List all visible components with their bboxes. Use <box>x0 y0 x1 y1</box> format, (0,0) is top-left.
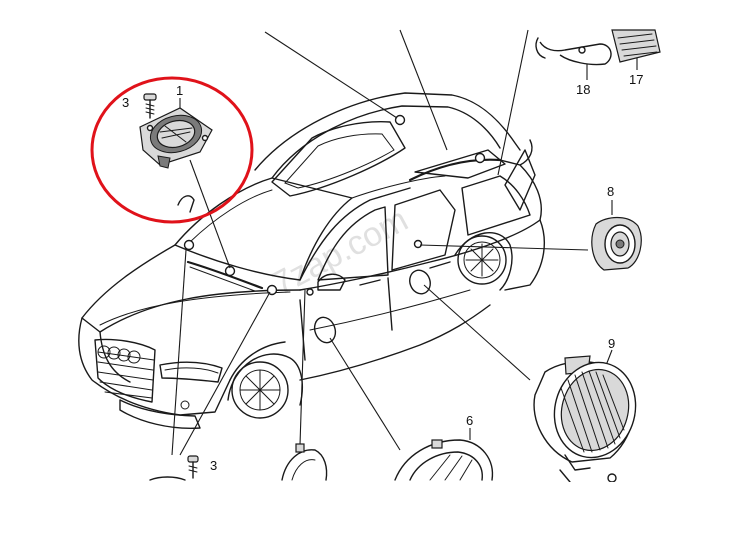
speaker-part-9-woofer-icon <box>533 355 637 483</box>
callout-1: 1 <box>176 83 183 98</box>
watermark-text: 7zap.com <box>266 200 414 303</box>
speaker-part-6-icon <box>394 439 494 481</box>
callout-18: 18 <box>576 82 590 97</box>
highlight-circle <box>90 76 254 224</box>
speaker-part-center-bottom-icon <box>281 443 328 481</box>
part-17-amplifier-icon <box>611 29 661 63</box>
callout-3-top: 3 <box>122 95 129 110</box>
part-18-bracket-icon <box>535 37 612 66</box>
callout-8: 8 <box>607 184 614 199</box>
callout-labels: 1 3 3 6 8 9 17 18 <box>122 72 643 473</box>
callout-17: 17 <box>629 72 643 87</box>
screw-part-3-icon <box>143 93 157 119</box>
callout-6: 6 <box>466 413 473 428</box>
bottom-margin <box>0 482 743 548</box>
speaker-part-1-tweeter-icon <box>139 107 213 169</box>
car-body-outline <box>78 92 545 430</box>
speaker-part-8-icon <box>591 216 642 271</box>
mount-point-markers <box>183 114 486 344</box>
screw-part-3-bottom-icon <box>149 455 199 481</box>
callout-9: 9 <box>608 336 615 351</box>
callout-3-bottom: 3 <box>210 458 217 473</box>
